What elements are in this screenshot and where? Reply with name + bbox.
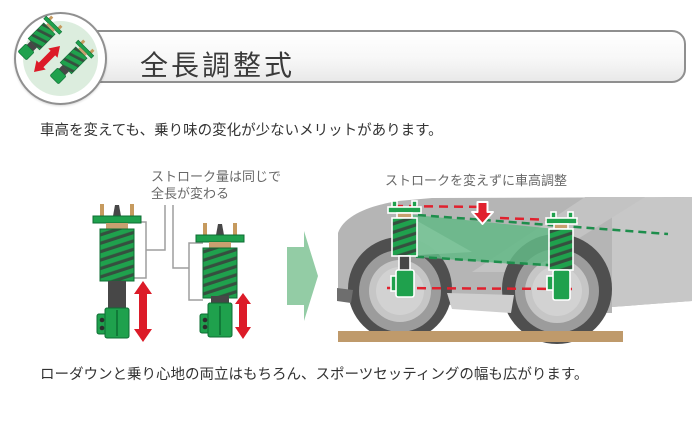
car-rear-panel [612,197,692,307]
stroke-same-label-line2: 全長が変わる [151,186,230,201]
intro-text: 車高を変えても、乗り味の変化が少ないメリットがあります。 [40,123,443,139]
front-bumper-notch [337,288,353,303]
stroke-arrow-shortened [235,293,251,339]
lowered-height-lines [402,212,669,268]
stroke-arrow-extended [134,281,152,342]
height-adjust-label: ストロークを変えずに車高調整 [385,173,568,188]
ground-line [338,331,623,342]
car-coilover-front [387,200,422,298]
stroke-same-label: ストローク量は同じで 全長が変わる [151,168,281,202]
car-coilover-rear [545,211,578,301]
header-title-bar [57,30,686,83]
page-title: 全長調整式 [140,50,296,81]
badge-coilover-2 [50,39,95,84]
coilover-extended [92,204,152,342]
badge-double-arrow-icon [34,46,60,72]
header-badge [14,12,107,105]
coilover-pair-icon [18,15,95,84]
car-skirt [447,293,514,313]
stroke-same-label-line1: ストローク量は同じで [151,169,282,184]
transition-arrow-icon [287,231,318,321]
footer-text: ローダウンと乗り心地の両立はもちろん、スポーツセッティングの幅も広がります。 [40,367,589,383]
lowered-area-highlight [403,214,472,256]
coilover-shortened [195,223,251,339]
lowering-arrow-icon [471,201,494,225]
car-illustration [337,197,692,344]
badge-coilover-1 [18,15,63,60]
